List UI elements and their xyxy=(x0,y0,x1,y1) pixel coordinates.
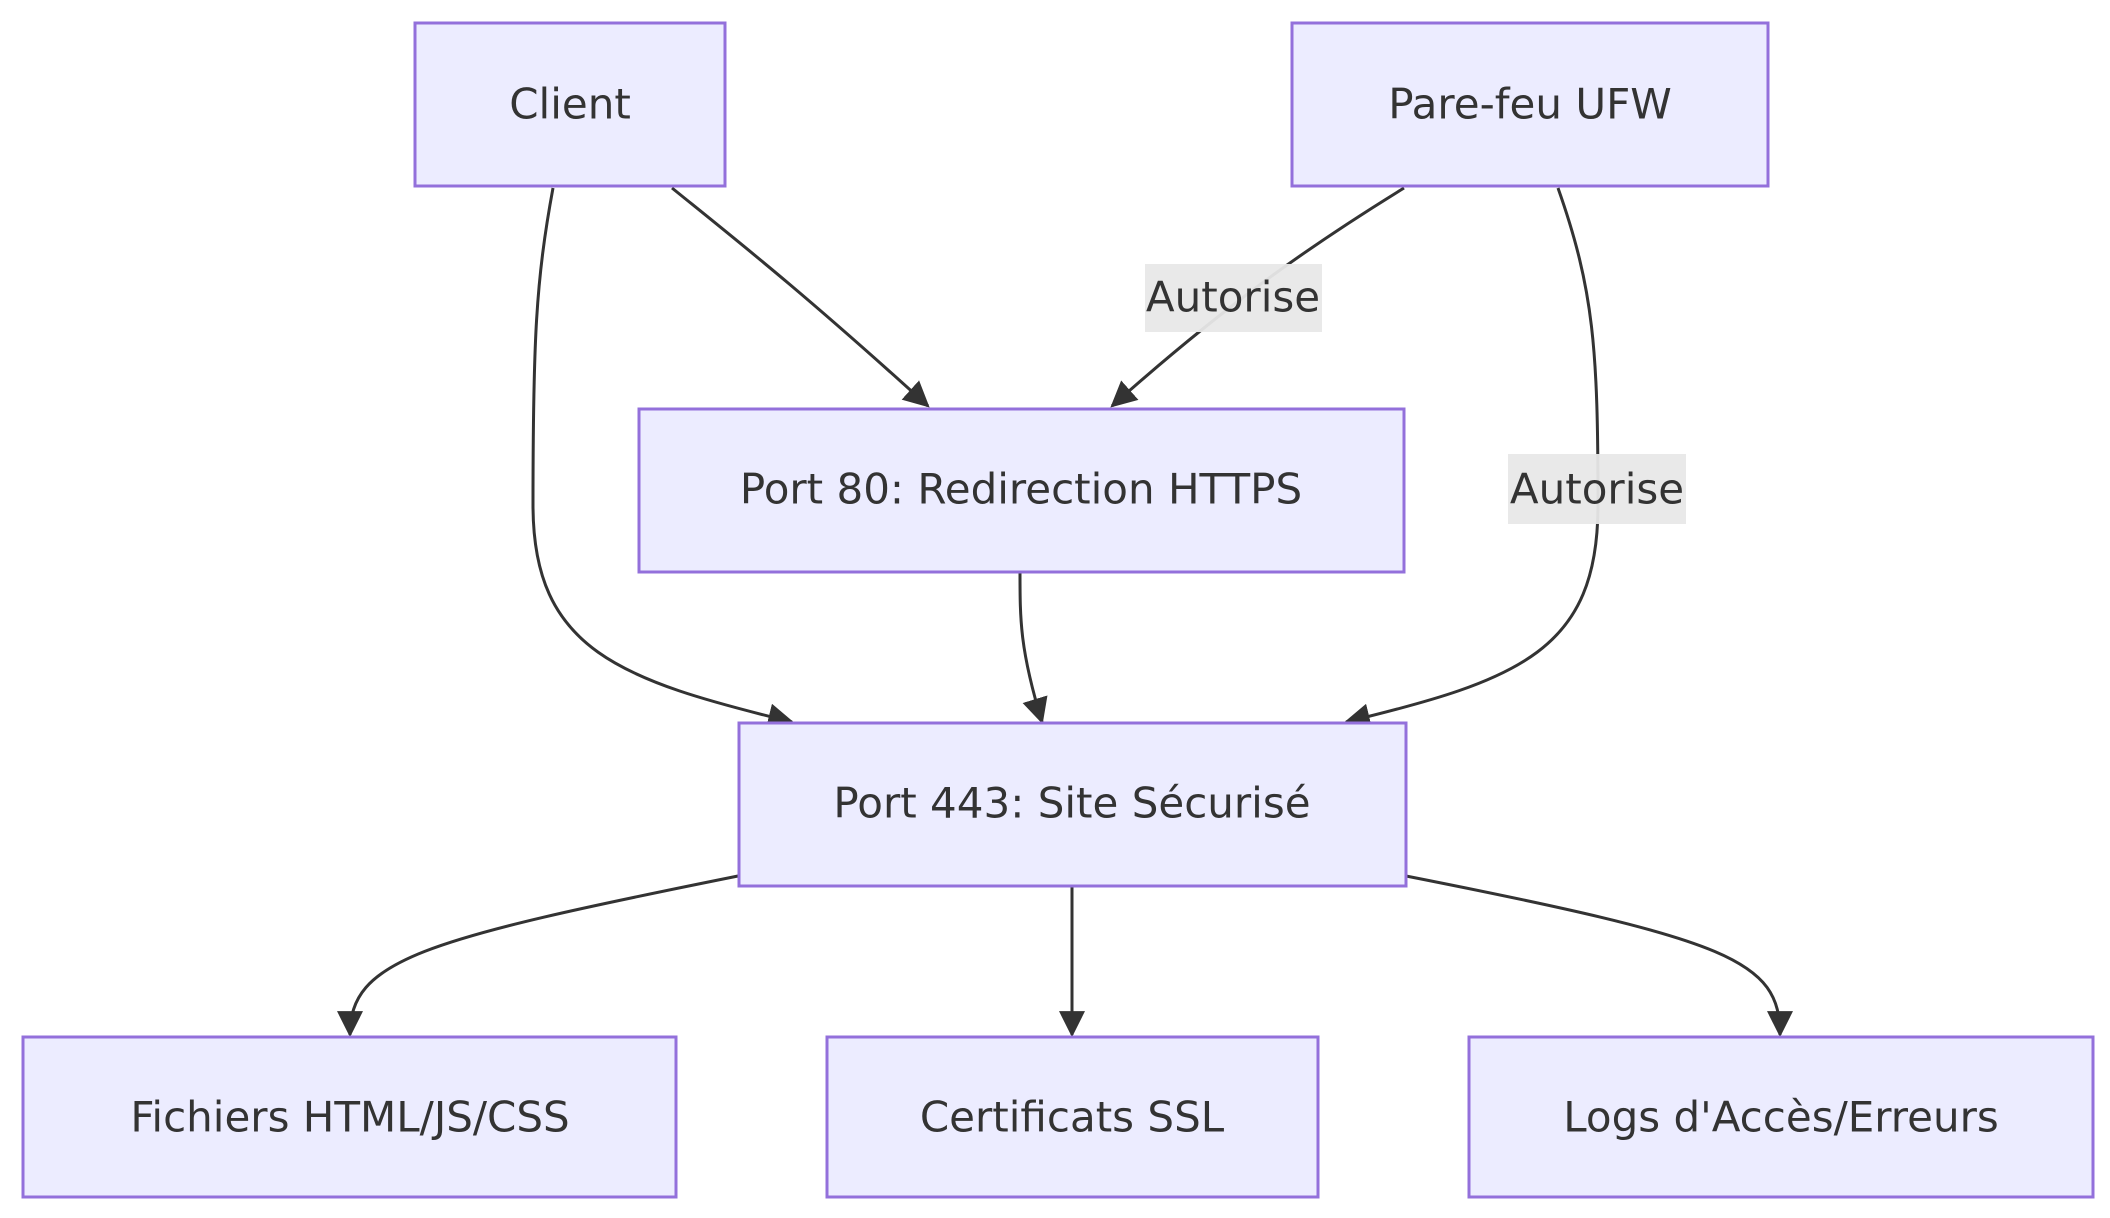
edge-port443-to-logs xyxy=(1405,874,1793,1038)
edge-client-to-port80 xyxy=(671,186,930,408)
edges xyxy=(337,186,1793,1038)
node-firewall[interactable]: Pare-feu UFW xyxy=(1290,21,1770,188)
node-label: Fichiers HTML/JS/CSS xyxy=(130,1093,569,1142)
node-files[interactable]: Fichiers HTML/JS/CSS xyxy=(21,1035,678,1199)
edge-client-to-port443 xyxy=(531,187,795,729)
edge-label-firewall-port80: Autorise xyxy=(1145,264,1322,332)
edge-label-firewall-port443: Autorise xyxy=(1508,454,1686,524)
node-port443[interactable]: Port 443: Site Sécurisé xyxy=(737,721,1408,888)
node-label: Port 80: Redirection HTTPS xyxy=(740,465,1302,514)
node-label: Logs d'Accès/Erreurs xyxy=(1563,1093,1999,1142)
node-client[interactable]: Client xyxy=(413,21,727,188)
node-label: Pare-feu UFW xyxy=(1388,80,1672,129)
node-logs[interactable]: Logs d'Accès/Erreurs xyxy=(1467,1035,2095,1199)
edge-label-text: Autorise xyxy=(1510,465,1684,514)
node-label: Certificats SSL xyxy=(920,1093,1225,1142)
edge-label-text: Autorise xyxy=(1146,273,1320,322)
node-certs[interactable]: Certificats SSL xyxy=(825,1035,1320,1199)
edge-port443-to-files xyxy=(337,874,739,1038)
node-port80[interactable]: Port 80: Redirection HTTPS xyxy=(637,407,1406,574)
edge-port80-to-port443 xyxy=(1018,571,1048,725)
node-label: Port 443: Site Sécurisé xyxy=(833,779,1310,828)
node-label: Client xyxy=(509,80,631,129)
